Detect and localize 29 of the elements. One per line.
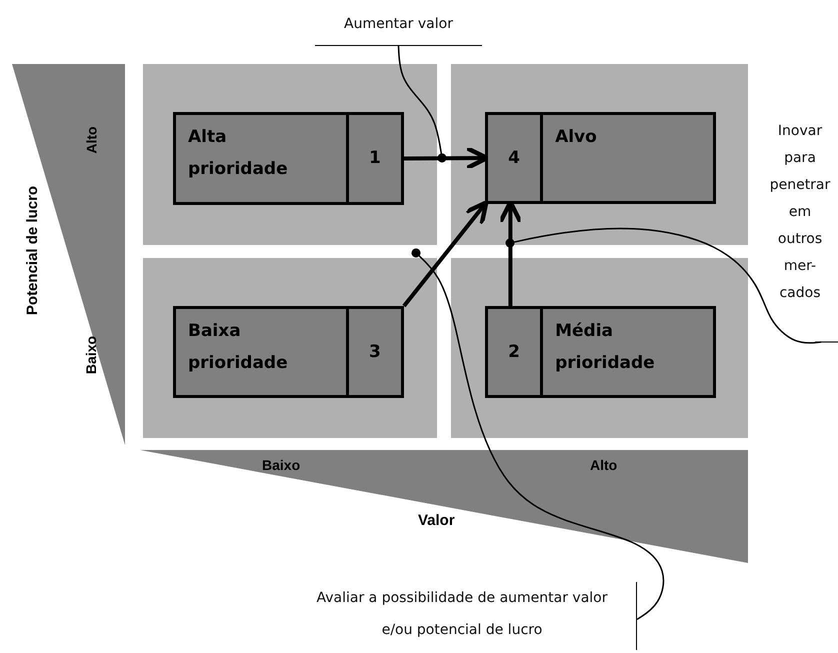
priority-number: 2 <box>507 341 521 364</box>
priority-number: 3 <box>346 309 401 395</box>
priority-box <box>173 306 404 398</box>
priority-label: Alvo <box>540 115 713 201</box>
quadrant-panel <box>451 64 748 245</box>
leader-line <box>398 46 446 162</box>
axis-tick-label: Baixo <box>83 336 100 374</box>
priority-number: 4 <box>507 147 521 170</box>
axis-title: Potencial de lucro <box>24 185 42 315</box>
priority-box <box>173 112 404 205</box>
quadrant-panel <box>451 258 748 438</box>
arrow <box>402 200 488 308</box>
priority-box <box>485 306 716 398</box>
axis-tick-label: Alto <box>590 457 618 473</box>
axis-tick-label: Baixo <box>262 457 300 473</box>
priority-number: 1 <box>346 115 401 202</box>
leader-line <box>412 248 664 620</box>
quadrant-panel <box>143 258 437 438</box>
quadrant-panel <box>143 64 437 245</box>
axis-tick-label: Alto <box>83 126 100 154</box>
annotation-text: Avaliar a possibilidade de aumentar valor e/ou potencial de lucro <box>262 582 637 650</box>
annotation-text: Aumentar valor <box>315 6 482 46</box>
priority-label: Alta prioridade <box>187 126 289 181</box>
leader-line <box>506 228 822 344</box>
priority-label: Baixa prioridade <box>187 320 289 375</box>
annotation-text: Inovar para penetrar em outros mer- cados <box>768 122 832 303</box>
axis-title: Valor <box>418 512 455 529</box>
priority-label: Média prioridade <box>540 309 713 395</box>
priority-box <box>485 112 716 204</box>
